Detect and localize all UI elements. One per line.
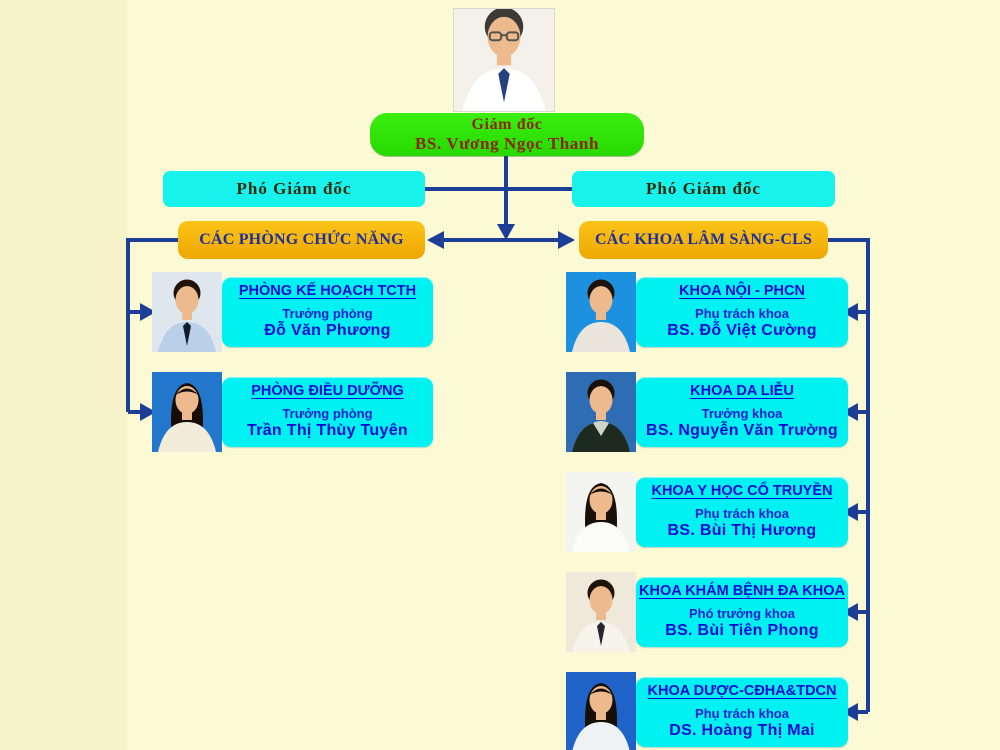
- deputy-director-left-label: Phó Giám đốc: [236, 179, 352, 198]
- department-name: PHÒNG ĐIỀU DƯỠNG: [251, 383, 404, 399]
- staff-name: DS. Hoàng Thị Mai: [669, 722, 815, 739]
- staff-photo: [566, 372, 636, 452]
- functional-departments-header: CÁC PHÒNG CHỨC NĂNG: [178, 221, 425, 259]
- staff-role: Trưởng phòng: [282, 306, 373, 321]
- staff-name: BS. Đỗ Việt Cường: [667, 322, 817, 339]
- staff-card: PHÒNG ĐIỀU DƯỠNG Trưởng phòng Trần Thị T…: [152, 372, 452, 452]
- arrow-down-center: [497, 224, 515, 240]
- staff-role: Trưởng phòng: [282, 406, 373, 421]
- staff-photo: [566, 272, 636, 352]
- staff-card: KHOA NỘI - PHCN Phụ trách khoa BS. Đỗ Vi…: [566, 272, 866, 352]
- director-title: Giám đốc: [471, 116, 543, 133]
- staff-role: Phó trưởng khoa: [688, 606, 796, 621]
- staff-photo: [566, 472, 636, 552]
- staff-card: PHÒNG KẾ HOẠCH TCTH Trưởng phòng Đỗ Văn …: [152, 272, 452, 352]
- staff-info-box: PHÒNG ĐIỀU DƯỠNG Trưởng phòng Trần Thị T…: [222, 377, 433, 447]
- department-name: KHOA Y HỌC CỔ TRUYỀN: [651, 483, 833, 499]
- staff-name: BS. Bùi Thị Hương: [667, 522, 817, 539]
- clinical-departments-header: CÁC KHOA LÂM SÀNG-CLS: [579, 221, 828, 259]
- staff-name: BS. Bùi Tiên Phong: [665, 622, 819, 639]
- arrow-into-left-header: [427, 231, 444, 249]
- staff-photo: [566, 672, 636, 750]
- staff-name: Trần Thị Thùy Tuyên: [247, 422, 408, 439]
- staff-card: KHOA KHÁM BỆNH ĐA KHOA Phó trưởng khoa B…: [566, 572, 866, 652]
- director-photo: [453, 8, 555, 112]
- staff-name: BS. Nguyễn Văn Trường: [646, 422, 838, 439]
- staff-role: Phụ trách khoa: [695, 706, 789, 721]
- staff-card: KHOA Y HỌC CỔ TRUYỀN Phụ trách khoa BS. …: [566, 472, 866, 552]
- staff-photo: [152, 272, 222, 352]
- staff-card: KHOA DA LIỄU Trưởng khoa BS. Nguyễn Văn …: [566, 372, 866, 452]
- background-left-strip: [0, 0, 127, 750]
- deputy-director-left-box: Phó Giám đốc: [163, 171, 425, 207]
- department-name: KHOA DA LIỄU: [690, 383, 794, 399]
- staff-role: Phụ trách khoa: [695, 506, 789, 521]
- staff-role: Trưởng khoa: [701, 406, 783, 421]
- staff-info-box: KHOA DA LIỄU Trưởng khoa BS. Nguyễn Văn …: [636, 377, 848, 447]
- department-name: KHOA DƯỢC-CĐHA&TDCN: [647, 683, 837, 699]
- director-box: Giám đốc BS. Vương Ngọc Thanh: [370, 113, 644, 156]
- deputy-director-right-label: Phó Giám đốc: [646, 179, 761, 198]
- staff-photo: [152, 372, 222, 452]
- staff-info-box: PHÒNG KẾ HOẠCH TCTH Trưởng phòng Đỗ Văn …: [222, 277, 433, 347]
- staff-info-box: KHOA KHÁM BỆNH ĐA KHOA Phó trưởng khoa B…: [636, 577, 848, 647]
- staff-info-box: KHOA Y HỌC CỔ TRUYỀN Phụ trách khoa BS. …: [636, 477, 848, 547]
- staff-info-box: KHOA DƯỢC-CĐHA&TDCN Phụ trách khoa DS. H…: [636, 677, 848, 747]
- deputy-director-right-box: Phó Giám đốc: [572, 171, 835, 207]
- department-name: PHÒNG KẾ HOẠCH TCTH: [238, 283, 417, 299]
- staff-photo: [566, 572, 636, 652]
- functional-departments-label: CÁC PHÒNG CHỨC NĂNG: [199, 231, 404, 248]
- staff-name: Đỗ Văn Phương: [264, 322, 391, 339]
- department-name: KHOA NỘI - PHCN: [679, 283, 805, 299]
- staff-card: KHOA DƯỢC-CĐHA&TDCN Phụ trách khoa DS. H…: [566, 672, 866, 750]
- arrow-into-right-header: [558, 231, 575, 249]
- staff-info-box: KHOA NỘI - PHCN Phụ trách khoa BS. Đỗ Vi…: [636, 277, 848, 347]
- director-name: BS. Vương Ngọc Thanh: [414, 134, 600, 153]
- department-name: KHOA KHÁM BỆNH ĐA KHOA: [639, 583, 845, 599]
- staff-role: Phụ trách khoa: [695, 306, 789, 321]
- clinical-departments-label: CÁC KHOA LÂM SÀNG-CLS: [594, 231, 813, 248]
